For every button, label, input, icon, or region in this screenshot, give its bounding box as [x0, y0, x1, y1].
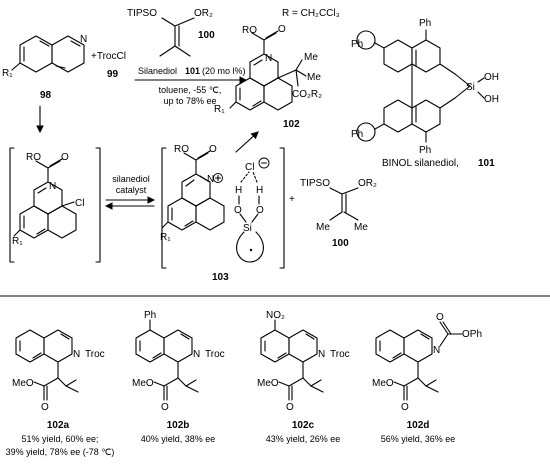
catalyst-ph-top: Ph [419, 18, 431, 29]
product-result-1: 51% yield, 60% ee; [21, 434, 98, 444]
intermediate-r1: R₁ [12, 236, 23, 247]
product-id: 102b [167, 420, 190, 431]
catalyst-si: Si [466, 82, 475, 93]
product-ester-o: O [161, 402, 169, 413]
product-102: RO O N Me Me CO₂R₂ R₁ 102 [214, 24, 322, 130]
catalyst-ph-bottom: Ph [419, 145, 431, 156]
complex-cl-minus: Cl [245, 162, 254, 173]
product-102d: N O OPh MeO O 102d 56% yield, 36% ee [372, 312, 482, 444]
product-result-1: 43% yield, 26% ee [266, 434, 341, 444]
product-id: 102a [47, 420, 70, 431]
isoquinoline-n: N [80, 34, 87, 45]
product-n-label: N [73, 349, 80, 360]
tipso-label-bottom: TIPSO [300, 178, 330, 189]
me-label-2: Me [354, 222, 368, 233]
product-id: 102c [292, 420, 315, 431]
or2-label: OR₂ [194, 8, 213, 19]
compound-103-number: 103 [212, 272, 229, 283]
intermediate-cl: Cl [75, 198, 84, 209]
catalyst-ph-left-top: Ph [351, 39, 363, 50]
product-substituent: Ph [144, 310, 156, 321]
product-n-label: N [318, 349, 325, 360]
complex-si: Si [243, 223, 252, 234]
product-n-label: N [433, 345, 440, 356]
product-102a: N Troc MeO O 102a 51% yield, 60% ee; 39%… [6, 329, 115, 457]
product-me-1: Me [304, 52, 318, 63]
product-ester-meo: MeO [257, 378, 279, 389]
product-substituent: NO₂ [266, 310, 285, 321]
compound-100-number: 100 [198, 30, 215, 41]
silyl-ketene-acetal-top: TIPSO OR₂ 100 [127, 8, 215, 57]
r-definition: R = CH₂CCl₃ [282, 8, 340, 19]
product-102c: NO₂ N Troc MeO O 102c 43% yield, 26% ee [257, 310, 350, 444]
product-me-2: Me [307, 72, 321, 83]
plus-sign: + [289, 194, 295, 205]
compound-101-number: 101 [478, 158, 495, 169]
troccl-number: 99 [107, 69, 119, 80]
complex-h-2: H [256, 185, 263, 196]
equilibrium-label-2: catalyst [116, 185, 147, 195]
ion-pair-complex-103: RO O N Cl H H O O Si R₁ 103 [160, 144, 285, 283]
product-n-label: N [193, 349, 200, 360]
troccl-label: +TrocCl [91, 51, 126, 62]
condition-ee: up to 78% ee [163, 96, 216, 106]
n-acyl-chloride-intermediate: RO O N Cl R₁ [9, 147, 101, 263]
carbamate-o: O [436, 312, 444, 323]
carbamate-oph: OPh [462, 329, 482, 340]
complex-r1: R₁ [160, 232, 171, 243]
product-result-1: 56% yield, 36% ee [381, 434, 456, 444]
complex-o-1: O [234, 205, 242, 216]
r1-label: R₁ [2, 68, 13, 79]
equilibrium-label-1: silanediol [112, 174, 150, 184]
complex-o: O [209, 144, 217, 155]
condition-solvent-temp: toluene, -55 ℃, [159, 85, 222, 95]
product-result-1: 40% yield, 38% ee [141, 434, 216, 444]
complex-h-1: H [235, 185, 242, 196]
condition-catalyst-loading: (20 mo l%) [202, 66, 246, 76]
isoquinoline-98: N R₁ 98 [2, 34, 87, 101]
condition-catalyst-prefix: Silanediol [138, 66, 177, 76]
silyl-ketene-acetal-bottom: TIPSO OR₂ Me Me 100 [300, 178, 377, 249]
product-carbonyl-o: O [278, 24, 286, 35]
complex-o-2: O [256, 205, 264, 216]
intermediate-ro: RO [26, 152, 41, 163]
product-n-substituent: Troc [205, 349, 225, 360]
catalyst-oh-1: OH [484, 72, 499, 83]
catalyst-oh-2: OH [484, 94, 499, 105]
catalyst-caption: BINOL silanediol, [382, 158, 459, 169]
diagonal-arrow [235, 131, 259, 153]
product-n-substituent: Troc [330, 349, 350, 360]
product-r1: R₁ [214, 104, 225, 115]
product-id: 102d [407, 420, 430, 431]
product-n-substituent: Troc [85, 349, 105, 360]
product-ester-meo: MeO [132, 378, 154, 389]
product-n: N [265, 53, 272, 64]
catalyst-ph-left-bottom: Ph [351, 129, 363, 140]
compound-98-number: 98 [40, 90, 52, 101]
complex-n-plus: N [207, 174, 214, 185]
me-label-1: Me [316, 222, 330, 233]
complex-ro: RO [174, 144, 189, 155]
product-ro: RO [242, 25, 257, 36]
compound-102-number: 102 [283, 119, 300, 130]
or2-label-bottom: OR₂ [358, 178, 377, 189]
binol-silanediol-catalyst: Ph Ph Ph Ph Si OH OH BINOL silanediol, 1… [351, 18, 499, 169]
condition-catalyst-number: 101 [185, 66, 200, 76]
intermediate-o: O [61, 152, 69, 163]
product-ester: CO₂R₂ [292, 89, 322, 100]
product-result-2: 39% yield, 78% ee (-78 ℃) [6, 447, 115, 457]
product-ester-o: O [41, 402, 49, 413]
product-ester-o: O [286, 402, 294, 413]
product-ester-meo: MeO [12, 378, 34, 389]
intermediate-n: N [49, 181, 56, 192]
tipso-label: TIPSO [127, 8, 157, 19]
product-ester-meo: MeO [372, 378, 394, 389]
compound-100-number-bottom: 100 [332, 238, 349, 249]
product-102b: Ph N Troc MeO O 102b 40% yield, 38% ee [132, 310, 225, 444]
product-ester-o: O [401, 402, 409, 413]
